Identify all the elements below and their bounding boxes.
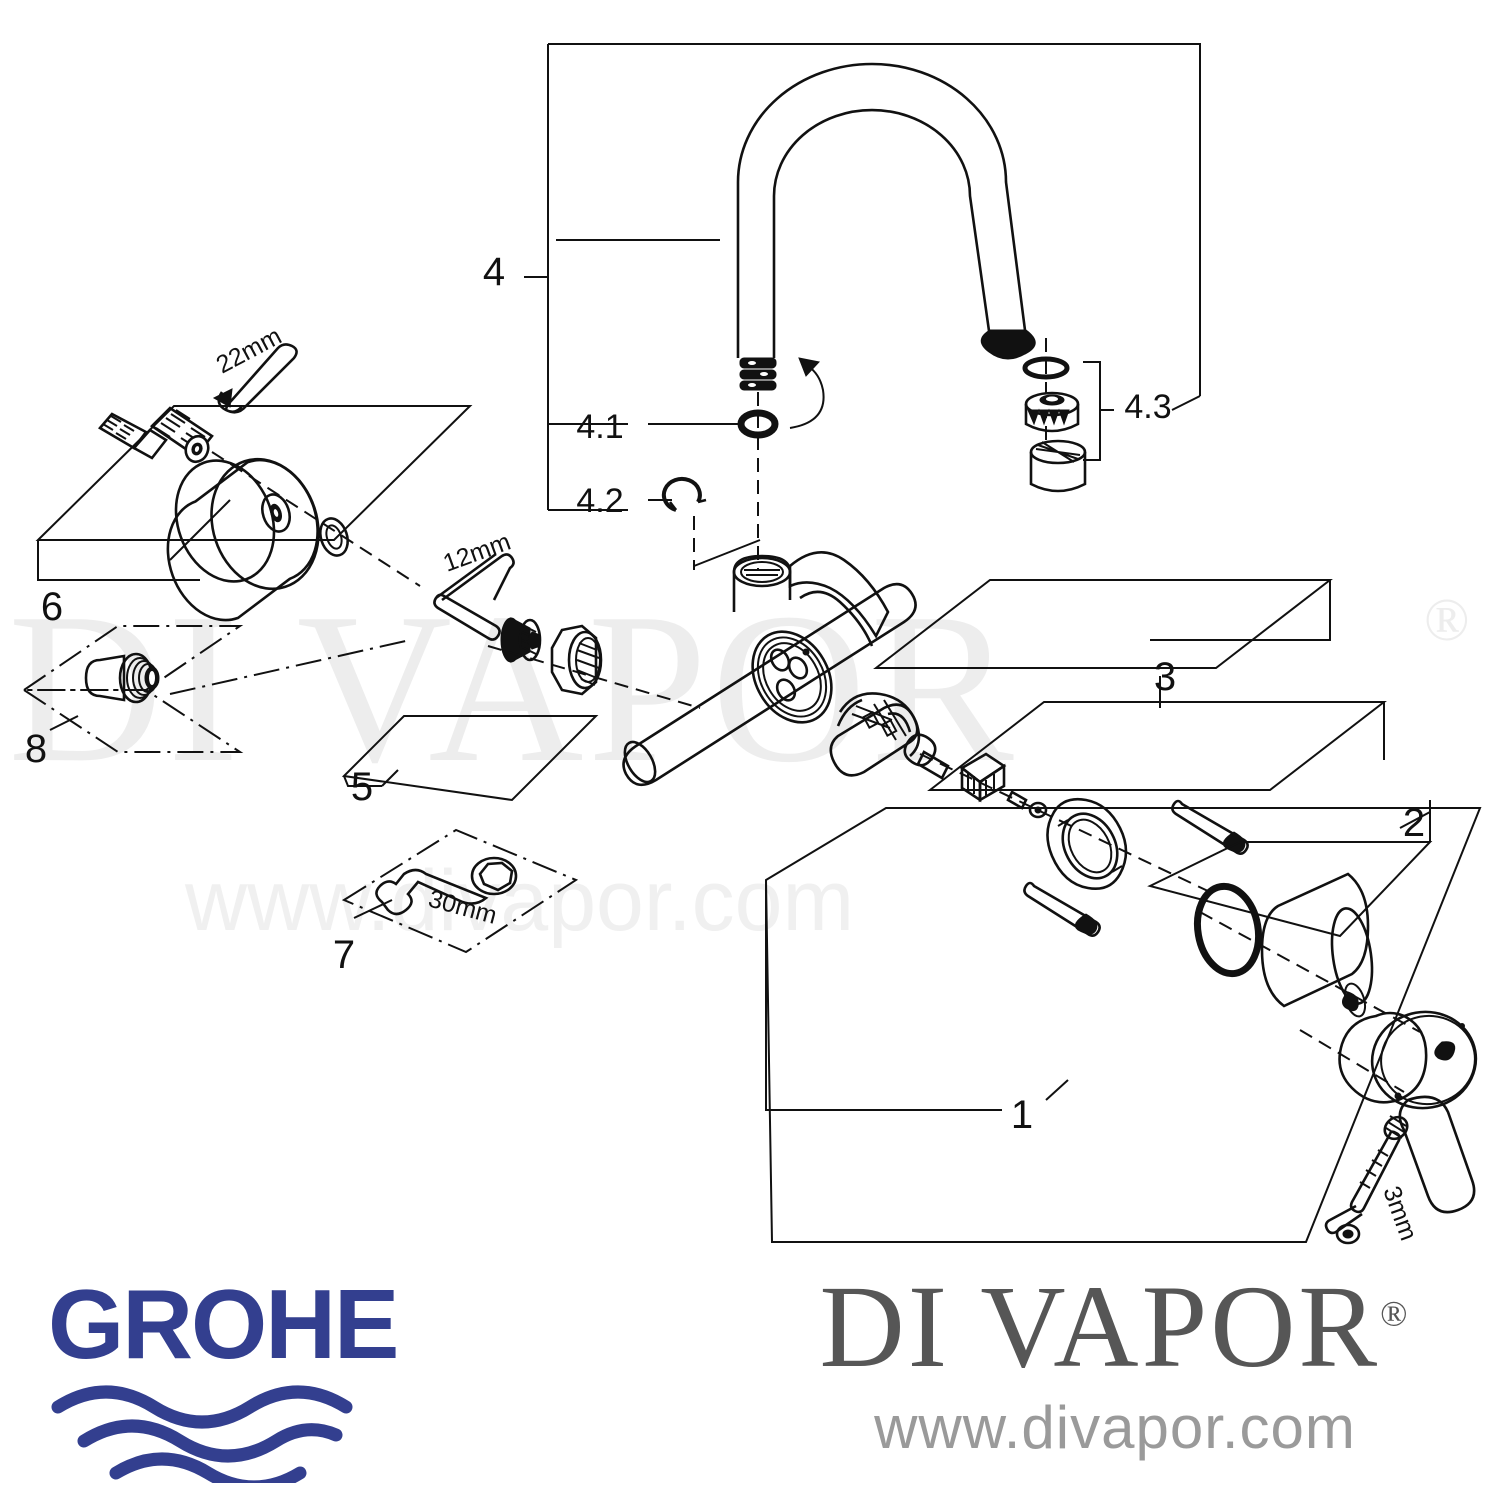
axis-1 bbox=[1299, 1029, 1405, 1093]
divapor-url: www.divapor.com bbox=[874, 1393, 1356, 1461]
group-4-spout bbox=[524, 43, 1201, 570]
part-5-flow-restrictor bbox=[500, 617, 542, 663]
aerator-washer bbox=[1022, 356, 1070, 380]
cartridge-seat bbox=[751, 630, 833, 724]
part-8-adapter bbox=[84, 652, 160, 704]
grohe-waves-icon bbox=[51, 1385, 353, 1494]
part-3-spline bbox=[959, 752, 1007, 803]
group-3-cartridge bbox=[829, 579, 1387, 937]
group-6-connector bbox=[35, 343, 473, 622]
aerator-mousseur bbox=[1024, 391, 1080, 433]
part-4-1-oring bbox=[737, 409, 779, 439]
axis-5 bbox=[487, 645, 701, 709]
group-7-spanner bbox=[341, 828, 579, 954]
leader-7 bbox=[353, 899, 393, 919]
aerator-housing bbox=[1029, 439, 1087, 493]
bracket-4-3 bbox=[1083, 361, 1101, 461]
frame-8-diamond-lower bbox=[20, 689, 244, 753]
bracket-1-outline bbox=[764, 807, 1482, 1243]
leader-1 bbox=[1045, 1079, 1069, 1101]
callout-3: 3 bbox=[1154, 655, 1176, 699]
part-4-3-aerator bbox=[1022, 338, 1201, 493]
frame-7-diamond bbox=[341, 828, 579, 954]
callout-5: 5 bbox=[351, 765, 373, 809]
watermark-url: www.divapor.com bbox=[184, 853, 854, 949]
bracket-2-parallelogram bbox=[1147, 841, 1433, 938]
callout-2: 2 bbox=[1403, 801, 1425, 845]
part-3-long-screws bbox=[1023, 799, 1249, 937]
divapor-name: DI VAPOR bbox=[819, 1261, 1381, 1392]
callout-4-3: 4.3 bbox=[1124, 388, 1171, 426]
part-1-handle bbox=[1338, 1010, 1478, 1214]
tool-12mm-allen-key-icon bbox=[433, 552, 515, 641]
callout-4-1: 4.1 bbox=[576, 408, 623, 446]
spout-tube bbox=[736, 62, 1036, 360]
leader-2 bbox=[1399, 811, 1431, 829]
callout-labels: 1 2 3 4 4.1 4.2 4.3 5 6 7 8 bbox=[25, 250, 1425, 1137]
footer-logos: GROHE DI VAPOR® www.divapor.com bbox=[0, 1255, 1500, 1500]
handle-indicator-mark bbox=[1434, 1041, 1456, 1061]
leader-4-3-frame bbox=[1171, 395, 1201, 411]
callout-8: 8 bbox=[25, 727, 47, 771]
grohe-logo: GROHE bbox=[48, 1269, 448, 1494]
axis-8 bbox=[169, 639, 411, 695]
part-2-sleeve bbox=[1260, 872, 1374, 1018]
tool-size-3mm: 3mm bbox=[1377, 1182, 1422, 1244]
part-1-grub-screw bbox=[1383, 1115, 1409, 1141]
callout-4-2: 4.2 bbox=[576, 482, 623, 520]
callout-6: 6 bbox=[41, 585, 63, 629]
tool-22mm-spanner-icon bbox=[212, 343, 298, 414]
bracket-6-side bbox=[37, 540, 92, 581]
spout-outlet-tip bbox=[980, 329, 1036, 360]
leader-circlip-body bbox=[693, 539, 761, 567]
part-7-spanner-icon bbox=[375, 856, 518, 916]
leader-6-riser bbox=[169, 499, 231, 561]
bracket-6-parallelogram bbox=[35, 405, 473, 541]
axis-3 bbox=[919, 753, 1211, 893]
assembly-arrow-head bbox=[798, 357, 820, 377]
leader-8 bbox=[49, 715, 79, 731]
spout-threaded-base bbox=[739, 357, 777, 391]
divapor-logo: DI VAPOR® www.divapor.com bbox=[745, 1265, 1485, 1462]
group-2-sleeve bbox=[1147, 800, 1433, 1033]
bracket-5-parallelogram bbox=[341, 715, 599, 802]
callout-7: 7 bbox=[333, 933, 355, 977]
group-1-handle bbox=[764, 807, 1482, 1245]
leader-5 bbox=[381, 769, 399, 787]
bracket-3-right bbox=[1150, 580, 1331, 641]
callout-4: 4 bbox=[483, 250, 505, 294]
bracket-4-frame bbox=[548, 43, 1201, 396]
callout-1: 1 bbox=[1011, 1093, 1033, 1137]
part-3-cartridge bbox=[829, 692, 950, 780]
main-faucet-body bbox=[622, 551, 917, 787]
tool-3mm-allen-key-icon bbox=[1324, 1130, 1401, 1245]
watermark-registered-icon: ® bbox=[1424, 587, 1470, 653]
group-5-restrictor bbox=[341, 552, 701, 802]
group-8-valve bbox=[20, 625, 411, 753]
part-6-eccentric-connector bbox=[98, 406, 214, 464]
axis-2 bbox=[1199, 911, 1421, 1033]
bracket-1-lower bbox=[765, 880, 1002, 1111]
part-2-oring bbox=[1193, 882, 1263, 978]
bracket-5-side bbox=[343, 775, 382, 787]
part-3-retaining-ring bbox=[1046, 797, 1128, 890]
divapor-registered-icon: ® bbox=[1380, 1293, 1411, 1334]
part-5-hex-nut bbox=[550, 624, 603, 696]
tool-size-22mm: 22mm bbox=[212, 322, 286, 379]
axis-6 bbox=[211, 451, 421, 587]
part-4-2-circlip bbox=[661, 476, 707, 512]
divapor-wordmark: DI VAPOR® bbox=[745, 1265, 1485, 1389]
grohe-wordmark: GROHE bbox=[48, 1269, 399, 1379]
part-6-washer bbox=[319, 517, 349, 557]
part-6-escutcheon bbox=[166, 457, 320, 622]
